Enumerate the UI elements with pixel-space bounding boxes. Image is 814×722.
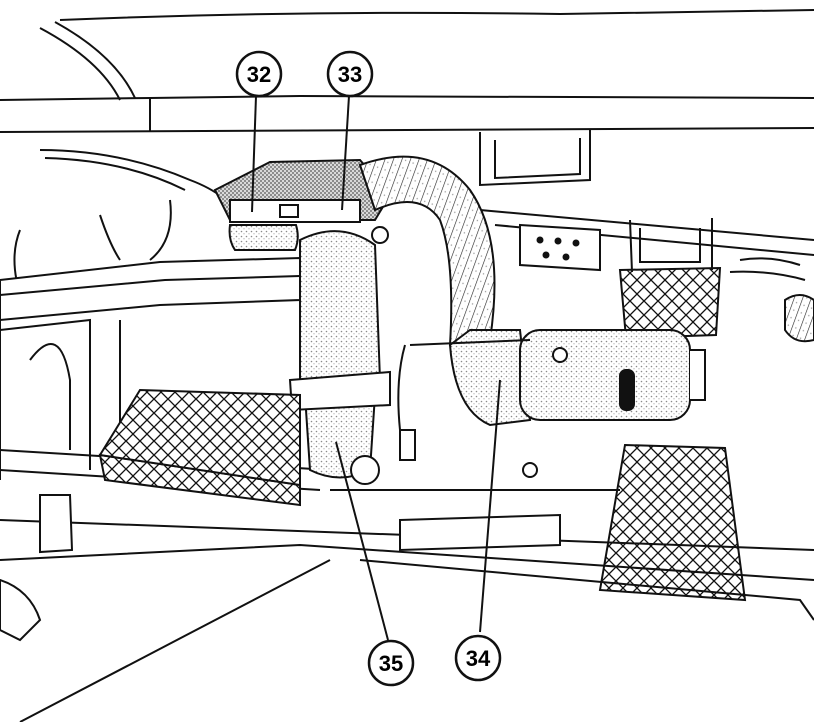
callout-32: 32 [235, 50, 283, 98]
callout-label: 35 [379, 651, 403, 676]
callout-label: 33 [338, 62, 362, 87]
fuel-heater-assembly [397, 329, 706, 478]
callout-label: 32 [247, 62, 271, 87]
callout-circle [454, 634, 502, 682]
basket-front-left [98, 388, 301, 507]
filter-head-assembly [213, 158, 392, 251]
callout-circle [326, 50, 374, 98]
callout-circle [367, 639, 415, 687]
basket-upper-right [618, 218, 722, 340]
fuel-filter-canister [288, 230, 416, 485]
right-panel [479, 209, 814, 343]
leader-lines [251, 95, 501, 641]
flex-duct [358, 155, 496, 347]
roof-structure [0, 9, 814, 187]
callout-34: 34 [454, 634, 502, 682]
callout-circle [235, 50, 283, 98]
callout-label: 34 [466, 646, 491, 671]
basket-front-right [598, 443, 747, 602]
floor-structure [0, 489, 814, 722]
callout-35: 35 [367, 639, 415, 687]
callout-33: 33 [326, 50, 374, 98]
